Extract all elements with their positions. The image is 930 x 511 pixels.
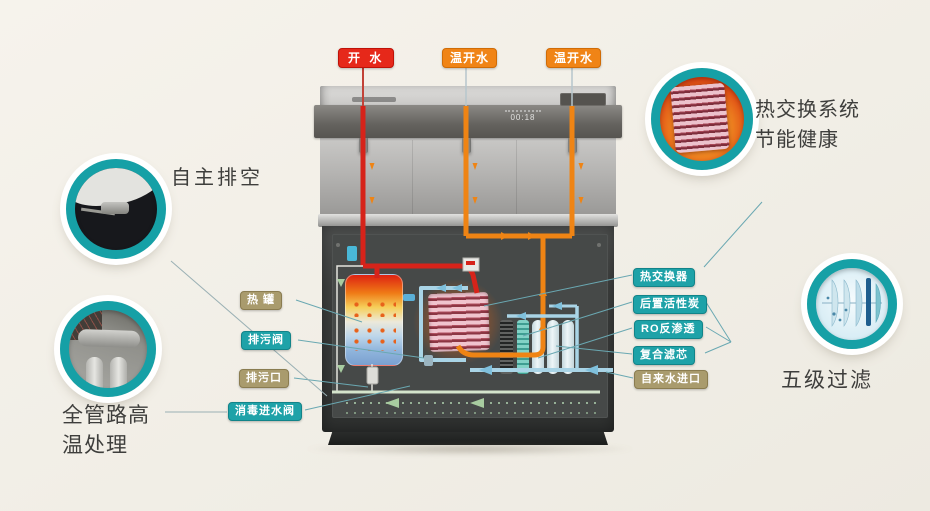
label-heat-exchanger: 热交换器 [633,268,695,287]
label-post-carbon: 后置活性炭 [633,295,707,314]
green-down-arrows [337,279,345,373]
label-disinfect-inlet-valve: 消毒进水阀 [228,402,302,421]
panel-seam [516,140,517,216]
label-drain-outlet: 排污口 [239,369,289,388]
green-flow-arrows [385,398,484,408]
blue-flow-arrows [436,284,598,375]
label-boiling-water: 开 水 [338,48,395,68]
feature-line1: 热交换系统 [755,99,860,121]
red-pipe-junction [462,257,480,272]
label-hot-tank: 热 罐 [240,291,283,310]
label-warm-water-2: 温开水 [546,48,602,68]
callout-photo-self-drain [66,159,166,259]
floor-shadow [303,442,637,456]
filter-fins-graphic [822,278,882,327]
leader-lines [293,201,763,411]
orange-pipe [455,106,575,358]
callout-lines [165,260,328,413]
dispenser-base [328,432,608,445]
label-warm-water-1: 温开水 [442,48,498,68]
feature-heat-exchange-system: 热交换系统 节能健康 [755,95,860,155]
feature-line2: 节能健康 [755,129,839,151]
label-drain-valve: 排污阀 [241,331,291,350]
filter-ro-membrane [500,320,513,374]
photo-filter-cylinder [109,356,127,388]
screw [597,243,601,247]
small-fitting [424,355,433,366]
photo-horizontal-pipe [78,329,142,349]
panel-seam [412,140,413,216]
feature-line2: 温处理 [62,434,128,457]
spout-label-connectors [362,67,573,106]
led-display: 00:18 [496,108,550,134]
feature-full-pipe-high-temp: 全管路高 温处理 [62,401,150,461]
callout-photo-five-filter [807,259,897,349]
display-dots [505,110,541,112]
inlet-valve [347,246,357,261]
filter-activated-carbon [517,320,529,374]
filter-cartridge [547,320,559,374]
heat-droplets [350,299,396,317]
screw [336,243,340,247]
photo-metal-fitting [101,202,129,214]
label-ro-membrane: RO反渗透 [634,320,703,339]
photo-filter-cylinder [86,356,104,388]
label-composite-filter: 复合滤芯 [633,346,695,365]
drain-valve-body [366,366,379,385]
feature-five-stage-filter: 五级过滤 [781,369,873,392]
feature-line1: 全管路高 [62,404,150,427]
label-tap-water-inlet: 自来水进口 [634,370,708,389]
brand-mark [352,97,396,102]
photo-heat-coil [670,82,730,153]
display-time: 00:18 [510,113,536,122]
callout-photo-pipeline [60,301,156,397]
blue-pipes [419,286,613,372]
feature-self-drain: 自主排空 [171,167,263,189]
heat-droplets [350,325,396,351]
red-pipe [360,106,480,294]
blue-valve [403,294,415,301]
callout-photo-heat-exchange [651,68,753,170]
